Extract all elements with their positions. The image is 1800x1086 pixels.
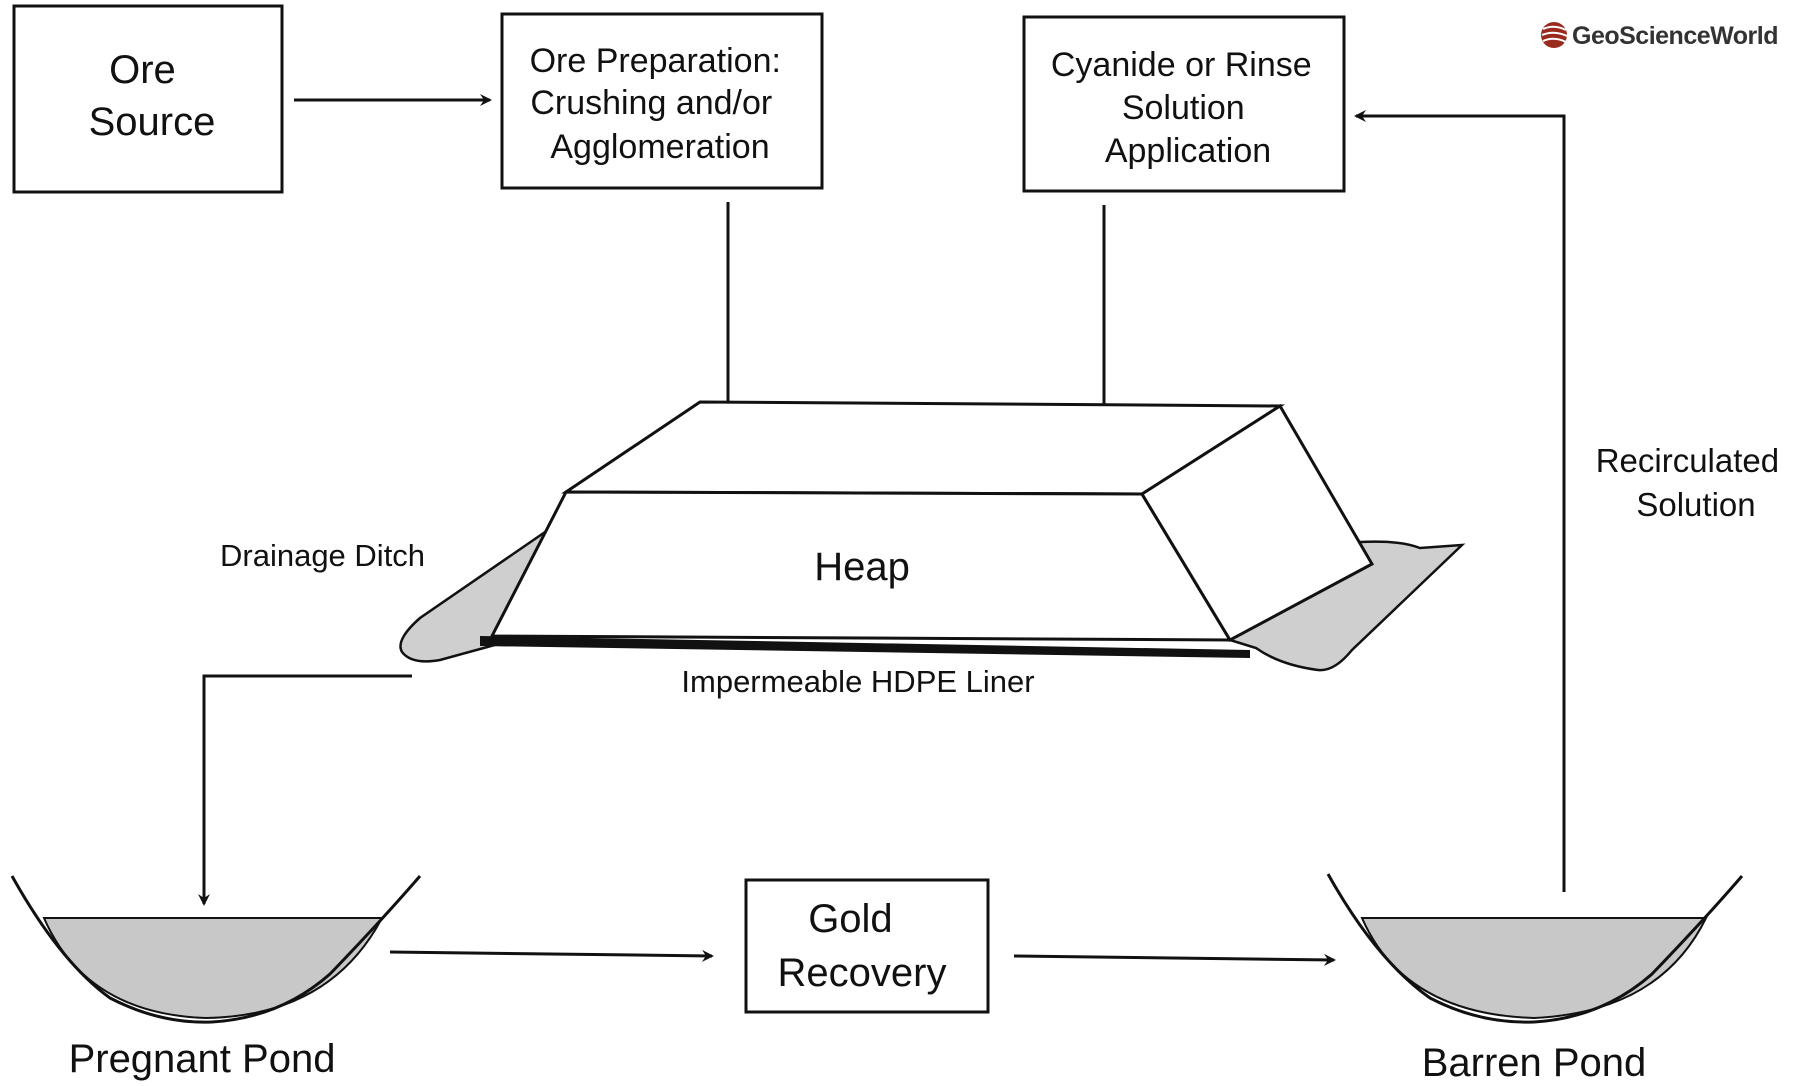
solution-application-box: Cyanide or Rinse Solution Application: [1022, 15, 1346, 193]
sphere-stripes-icon: [1541, 22, 1568, 48]
drainage-ditch-label: Drainage Ditch: [220, 538, 425, 573]
drainage-ditch-right: [1227, 540, 1466, 672]
arrow-gold-to-barren: [1013, 953, 1336, 966]
barren-pond-basin: [1326, 873, 1744, 1024]
barren-pond: [1326, 873, 1744, 1024]
ore-preparation-line-2: Crushing and/or: [530, 84, 772, 122]
barren-pond-label: Barren Pond: [1422, 1041, 1647, 1085]
ore-source-box: Ore Source: [12, 4, 284, 194]
ore-source-line-1: Ore: [109, 48, 176, 92]
svg-text:Gold Recovery: Gold Recovery: [778, 897, 947, 995]
pregnant-pond-basin: [10, 875, 422, 1024]
svg-text:Cyanide or Rinse Solutio: Cyanide or Rinse Solution Application: [1051, 46, 1321, 170]
brand-name: GeoScienceWorld: [1572, 22, 1778, 50]
arrow-recirculated-solution: [1354, 110, 1566, 892]
barren-pond-water: [1360, 917, 1708, 1020]
brand-logo: GeoScienceWorld: [1541, 22, 1779, 50]
recirculated-line-1: Recirculated: [1596, 442, 1779, 479]
hdpe-liner: [480, 636, 1250, 658]
gold-recovery-box: Gold Recovery: [744, 878, 990, 1014]
ore-preparation-line-3: Agglomeration: [550, 128, 769, 166]
solution-application-line-1: Cyanide or Rinse: [1051, 46, 1312, 84]
solution-application-line-3: Application: [1105, 132, 1271, 170]
solution-application-line-2: Solution: [1122, 89, 1245, 127]
gold-recovery-line-1: Gold: [808, 897, 893, 941]
arrow-ditch-to-pregnant-pond: [198, 674, 412, 906]
pregnant-pond: [10, 875, 422, 1024]
pregnant-pond-label: Pregnant Pond: [69, 1037, 336, 1081]
ore-preparation-box: Ore Preparation: Crushing and/or Agglome…: [500, 12, 824, 190]
ore-source-line-2: Source: [89, 100, 216, 144]
pregnant-pond-water: [42, 917, 384, 1020]
svg-text:Ore Source: Ore Source: [89, 48, 216, 144]
gold-recovery-line-2: Recovery: [778, 951, 947, 995]
recirculated-solution-label: Recirculated Solution: [1596, 442, 1789, 523]
liner-label: Impermeable HDPE Liner: [681, 664, 1034, 699]
arrow-pregnant-to-gold: [389, 949, 714, 962]
ore-preparation-line-1: Ore Preparation:: [530, 42, 781, 80]
svg-text:Ore Preparation: Crushin: Ore Preparation: Crushing and/or Agglome…: [530, 42, 791, 166]
recirculated-line-2: Solution: [1636, 486, 1755, 523]
heap-side-face: [1139, 403, 1375, 642]
heap-label: Heap: [814, 545, 910, 589]
